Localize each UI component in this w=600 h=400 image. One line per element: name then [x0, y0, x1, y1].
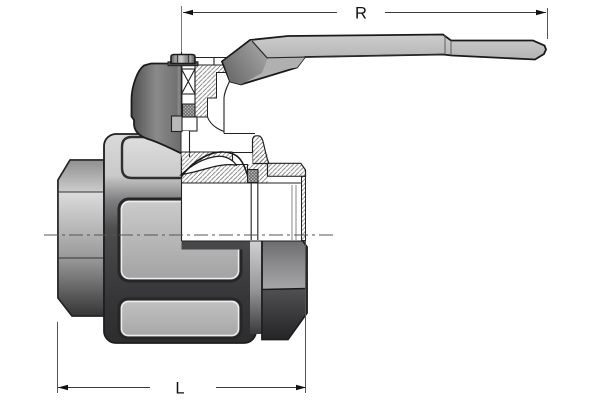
svg-text:R: R	[355, 5, 367, 23]
svg-text:L: L	[175, 380, 184, 398]
